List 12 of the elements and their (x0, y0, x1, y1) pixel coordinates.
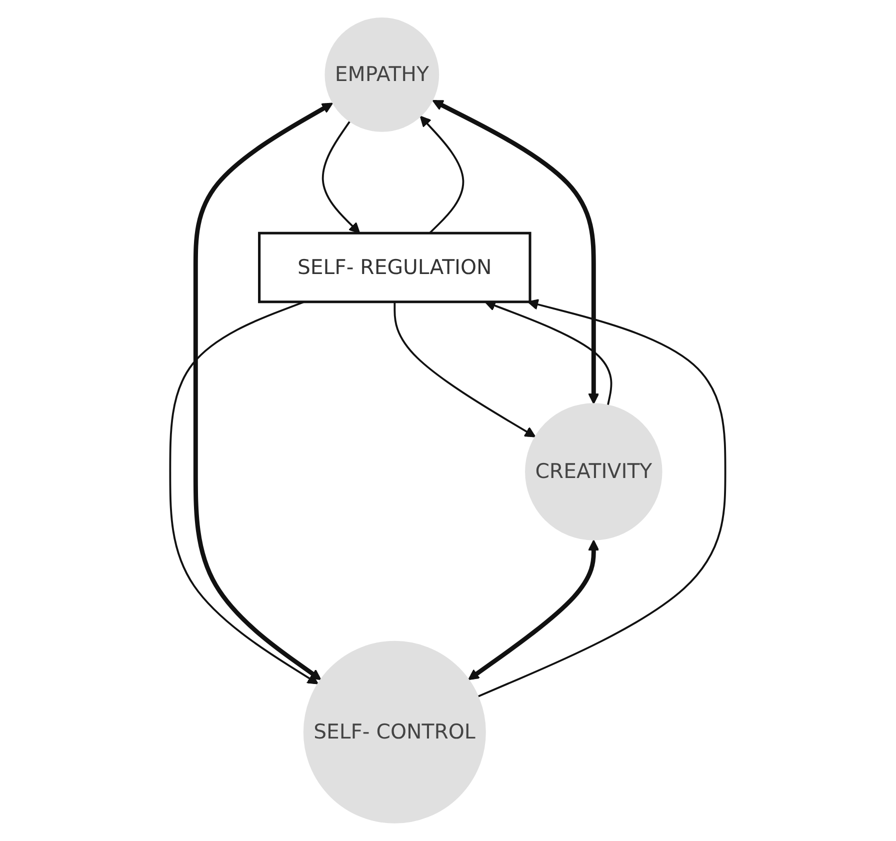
arrow (394, 302, 536, 438)
arrow (194, 102, 334, 680)
arrow (432, 100, 600, 404)
arrow (420, 116, 464, 234)
arrow (169, 300, 319, 684)
arrow (322, 120, 360, 234)
arrow (468, 540, 600, 680)
node-circle: CREATIVITY (525, 403, 663, 540)
node-circle: EMPATHY (324, 18, 440, 132)
node-circle: SELF- CONTROL (304, 640, 486, 824)
arrow (478, 298, 726, 698)
node-box: SELF- REGULATION (258, 232, 532, 304)
